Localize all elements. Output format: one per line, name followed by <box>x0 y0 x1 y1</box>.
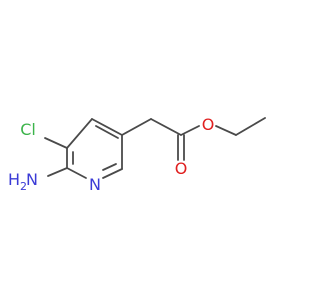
bond-ether-o-ch2 <box>215 125 237 136</box>
bond-c4-c3-double <box>95 125 119 139</box>
bond-c2-n1 <box>102 168 123 179</box>
ring-nitrogen-label: N <box>89 175 101 194</box>
bond-ch2-carbonyl <box>150 118 182 136</box>
amine-n-label: N <box>26 170 38 189</box>
carbonyl-oxygen-label: O <box>175 159 188 178</box>
bond-c4-c3 <box>91 118 123 136</box>
amine-h2-subscript: 2 <box>20 180 27 193</box>
chlorine-label: Cl <box>20 120 36 139</box>
ether-oxygen-label: O <box>202 115 215 134</box>
bond-carbonyl-ether-o <box>180 125 200 136</box>
bond-c6-nh2 <box>47 167 68 177</box>
bond-c2-n1-double <box>102 163 117 171</box>
molecule-structure: Cl H 2 N N O O <box>8 115 266 194</box>
bond-c5-c4 <box>66 118 93 149</box>
bond-n1-c6 <box>66 167 87 179</box>
structure-canvas: Cl H 2 N N O O <box>8 115 266 194</box>
amine-h-label: H <box>8 170 20 189</box>
bond-ethyl <box>235 117 266 136</box>
bond-c5-cl <box>44 137 68 149</box>
bond-c3-ch2 <box>121 118 152 136</box>
